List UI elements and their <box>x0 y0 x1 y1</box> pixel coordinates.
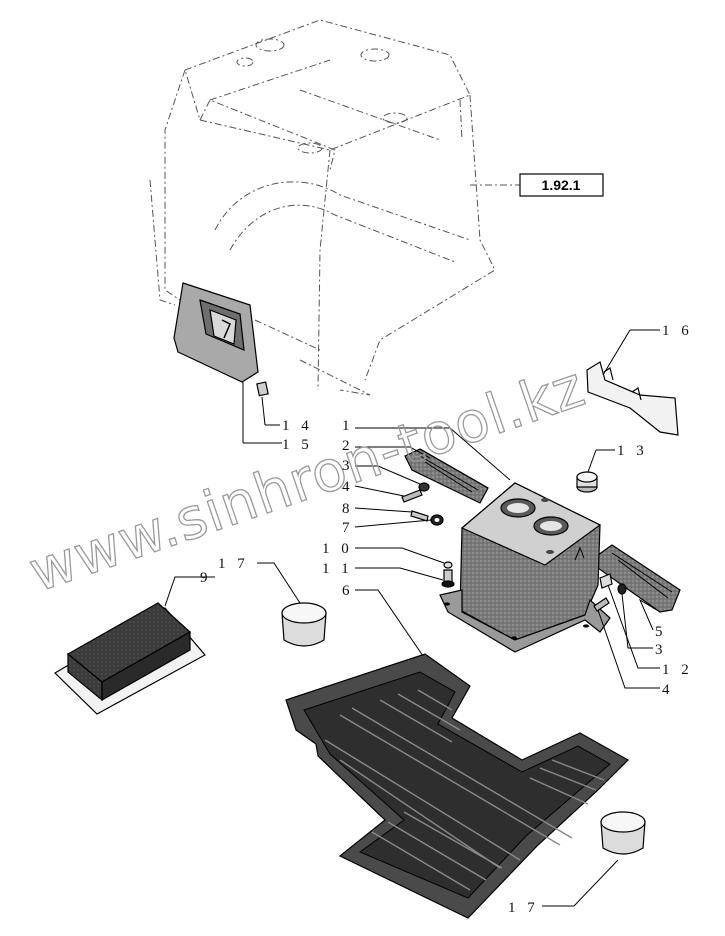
callout-4-right: 4 <box>662 682 674 698</box>
callout-7: 7 <box>342 520 354 536</box>
cab-phantom-outline <box>149 19 496 396</box>
callout-3-right: 3 <box>655 642 667 658</box>
part-14-clip <box>256 381 269 397</box>
fastener-washer-10 <box>443 561 453 569</box>
fastener-bolt-11 <box>441 569 455 588</box>
callout-12: 1 2 <box>662 662 693 678</box>
fastener-bolt-8 <box>410 510 429 522</box>
callout-17-upper: 1 7 <box>218 556 249 572</box>
callout-3: 3 <box>342 458 354 474</box>
leader-lines <box>164 329 661 907</box>
callout-6: 6 <box>342 583 354 599</box>
part-9-foam-pad <box>54 602 206 715</box>
callout-2: 2 <box>342 438 354 454</box>
callout-labels: 1 6 1 3 1 4 1 5 1 2 3 4 8 7 1 0 1 1 6 9 … <box>200 323 693 916</box>
callout-13: 1 3 <box>617 443 648 459</box>
reference-box[interactable]: 1.92.1 <box>470 173 604 197</box>
callout-16: 1 6 <box>662 323 693 339</box>
part-17-cap-upper <box>281 602 327 647</box>
part-6-floor-mat <box>285 653 629 919</box>
callout-5: 5 <box>655 624 667 640</box>
part-16-bracket <box>586 361 679 436</box>
callout-17-lower: 1 7 <box>508 900 539 916</box>
fastener-nut-3-left <box>418 482 430 492</box>
callout-8: 8 <box>342 501 354 517</box>
callout-9: 9 <box>200 570 212 586</box>
reference-box-label: 1.92.1 <box>542 177 581 193</box>
callout-11: 1 1 <box>322 561 353 577</box>
fastener-nut-3-right <box>617 583 627 595</box>
part-13-knob <box>576 471 598 493</box>
part-2-cover-strip <box>404 448 489 504</box>
part-17-cap-lower <box>600 811 646 855</box>
callout-1: 1 <box>342 418 354 434</box>
part-15-side-panel <box>173 282 259 383</box>
fastener-bolt-4-right <box>593 597 610 612</box>
callout-14: 1 4 <box>282 418 313 434</box>
callout-10: 1 0 <box>322 541 353 557</box>
callout-4: 4 <box>342 479 354 495</box>
part-1-console-housing <box>439 482 611 653</box>
callout-15: 1 5 <box>282 437 313 453</box>
fastener-bolt-12 <box>599 573 613 589</box>
fastener-bolt-4-left <box>401 489 423 503</box>
fastener-washer-7 <box>430 514 444 526</box>
